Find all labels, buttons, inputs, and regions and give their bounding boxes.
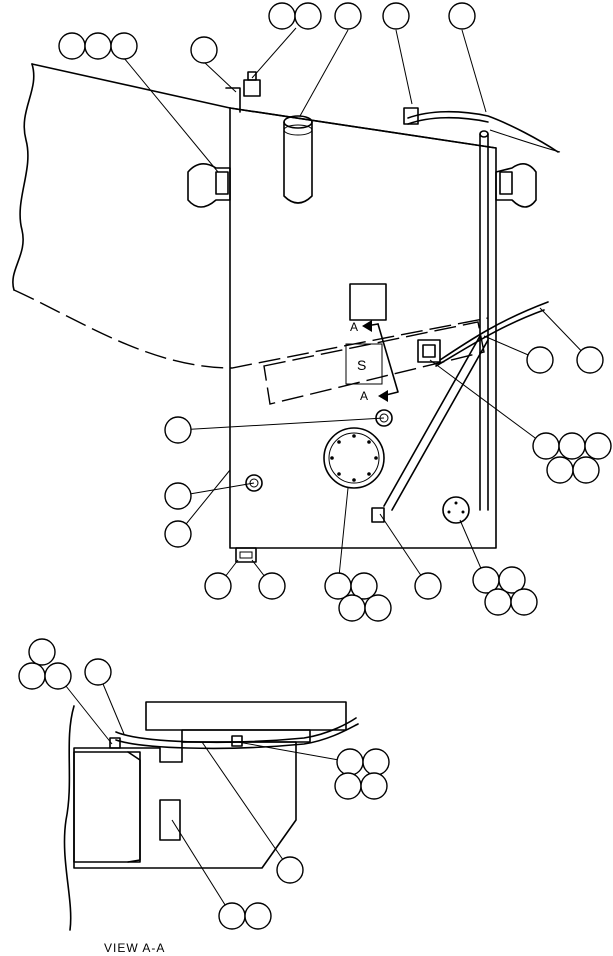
- callout-leader-line: [203, 61, 237, 93]
- callout-leader-line: [429, 359, 547, 447]
- machine-frame: [12, 63, 561, 369]
- callout-bubble: [18, 662, 46, 690]
- callout-bubble: [276, 856, 304, 884]
- view-a-a-detail: [63, 701, 359, 931]
- callout-bubble: [84, 658, 112, 686]
- callout-bubble: [44, 662, 72, 690]
- callout-bubble: [190, 36, 218, 64]
- svg-text:S: S: [357, 357, 366, 373]
- callout-bubble: [336, 748, 364, 776]
- callout-bubble: [382, 2, 410, 30]
- view-a-a-caption: VIEW A-A: [104, 941, 166, 955]
- callout-bubble: [576, 346, 604, 374]
- callout-bubble: [58, 32, 86, 60]
- callout-leader-line: [57, 675, 113, 745]
- callout-bubble: [350, 572, 378, 600]
- callout-bubble: [360, 772, 388, 800]
- callout-bubble: [558, 432, 586, 460]
- callout-bubble: [532, 432, 560, 460]
- callout-bubble: [484, 588, 512, 616]
- callout-bubble: [334, 2, 362, 30]
- callout-bubble: [258, 572, 286, 600]
- callout-bubble: [28, 638, 56, 666]
- callout-leader-line: [299, 29, 349, 117]
- callout-bubble: [164, 482, 192, 510]
- callout-bubble: [362, 748, 390, 776]
- callout-bubble: [572, 456, 600, 484]
- callout-bubble: [244, 902, 272, 930]
- callout-leader-line: [461, 29, 487, 113]
- callout-bubble: [294, 2, 322, 30]
- hydraulic-tank: S A A: [187, 71, 537, 563]
- section-label-bottom: A: [360, 389, 368, 403]
- callout-bubble: [110, 32, 138, 60]
- callout-bubble: [364, 594, 392, 622]
- callout-leader-line: [237, 741, 351, 763]
- callout-bubble: [164, 416, 192, 444]
- callout-bubble: [164, 520, 192, 548]
- callout-leader-line: [123, 57, 219, 173]
- section-label-top: A: [350, 320, 358, 334]
- callout-bubble: [268, 2, 296, 30]
- callout-leader-line: [177, 469, 231, 535]
- callout-leader-line: [379, 513, 429, 587]
- callout-bubble: [584, 432, 612, 460]
- callout-leader-line: [337, 487, 349, 587]
- callout-bubble: [84, 32, 112, 60]
- callout-bubble: [218, 902, 246, 930]
- callout-bubble: [414, 572, 442, 600]
- callouts: [18, 2, 612, 930]
- callout-leader-line: [395, 29, 413, 105]
- callout-leader-line: [251, 27, 297, 79]
- callout-bubble: [448, 2, 476, 30]
- callout-bubble: [334, 772, 362, 800]
- callout-leader-line: [171, 819, 233, 917]
- callout-bubble: [498, 566, 526, 594]
- callout-bubble: [324, 572, 352, 600]
- hoses-and-lines: [371, 107, 559, 523]
- callout-leader-line: [201, 741, 291, 871]
- callout-bubble: [510, 588, 538, 616]
- callout-bubble: [338, 594, 366, 622]
- callout-bubble: [204, 572, 232, 600]
- callout-leader-line: [177, 417, 385, 431]
- callout-bubble: [526, 346, 554, 374]
- callout-bubble: [546, 456, 574, 484]
